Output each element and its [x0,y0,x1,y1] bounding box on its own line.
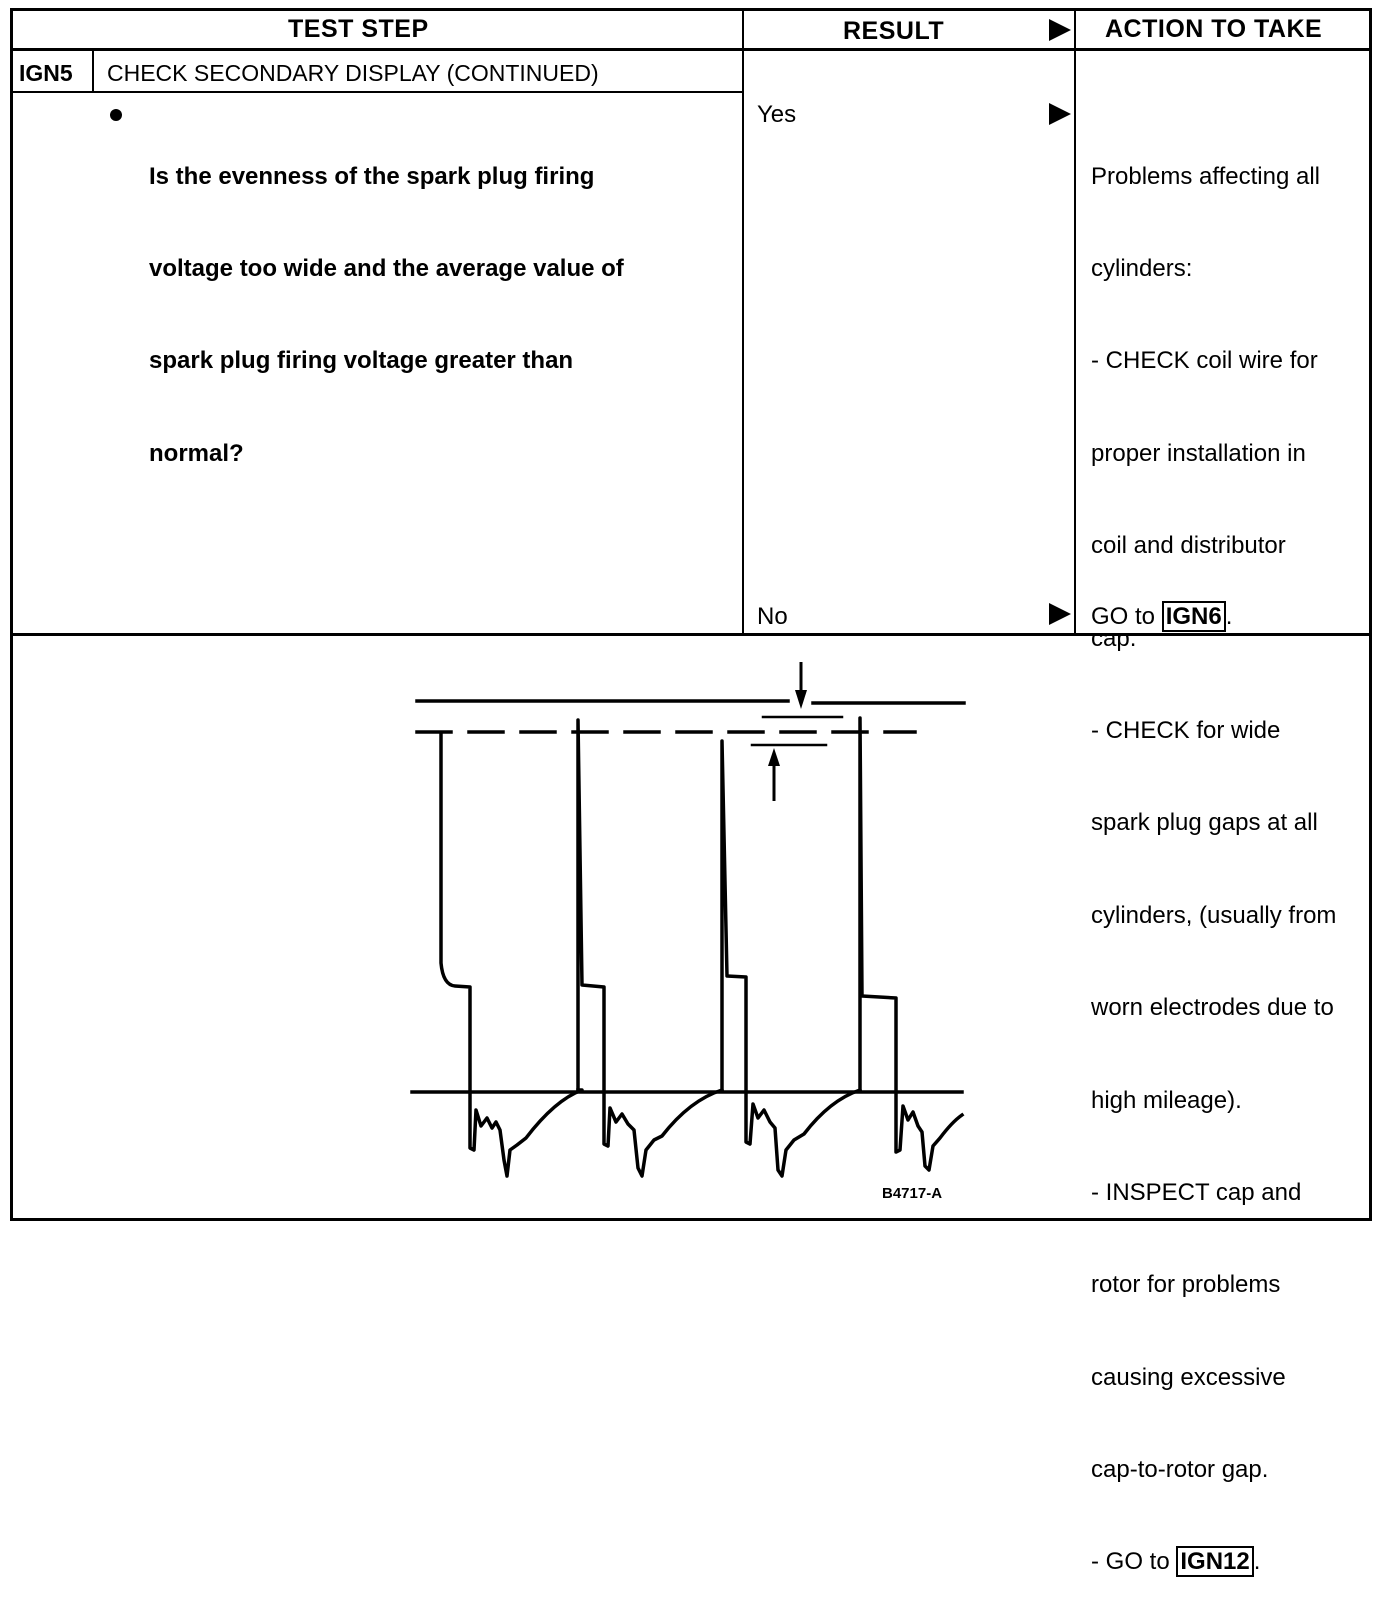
goto-period: . [1253,1548,1261,1576]
figure-divider [10,633,1372,636]
cylinder-2-trace [576,718,725,1178]
down-arrow-icon [795,690,807,709]
table-frame [10,8,1372,1221]
action-line: high mileage). [1091,1086,1242,1114]
step-id: IGN5 [19,60,73,86]
result-column-divider [742,8,744,635]
cylinder-4-trace [858,716,965,1172]
action-line: causing excessive [1091,1363,1286,1391]
action-line: rotor for problems [1091,1271,1281,1299]
action-line: cylinders: [1091,254,1193,282]
up-arrow-icon [768,748,780,766]
no-arrow-icon [1049,603,1071,625]
goto-prefix: - GO to [1091,1548,1177,1576]
question-line: Is the evenness of the spark plug firing [149,162,595,190]
header-divider [10,48,1372,51]
action-line: proper installation in [1091,439,1306,467]
result-no: No [757,603,788,630]
header-test-step: TEST STEP [288,15,429,43]
action-line: coil and distributor [1091,532,1286,560]
header-result: RESULT [843,17,945,45]
question-line: voltage too wide and the average value o… [149,254,624,282]
figure-caption: B4717-A [882,1185,943,1202]
goto-period: . [1225,603,1233,630]
goto-prefix: GO to [1091,603,1162,630]
secondary-waveform-figure [410,662,966,1178]
action-line: cap. [1091,624,1137,652]
cylinder-1-trace [439,731,584,1178]
action-line: cylinders, (usually from [1091,901,1337,929]
step-title: CHECK SECONDARY DISPLAY (CONTINUED) [107,60,599,86]
action-line: spark plug gaps at all [1091,809,1318,837]
question-line: normal? [149,439,244,467]
yes-arrow-icon [1049,103,1071,125]
action-column-divider [1074,8,1076,635]
question-line: spark plug firing voltage greater than [149,347,574,375]
cylinder-3-trace [720,739,863,1178]
step-question: Is the evenness of the spark plug firing… [149,100,624,500]
result-arrow-icon [1049,19,1071,41]
action-line: cap-to-rotor gap. [1091,1456,1269,1484]
action-line: - CHECK coil wire for [1091,347,1318,375]
step-ref-ign6[interactable]: IGN6 [1161,601,1226,632]
action-line: - INSPECT cap and [1091,1178,1302,1206]
action-goto-ign12: - GO to IGN12. [1091,1546,1336,1578]
action-line: - CHECK for wide [1091,716,1281,744]
step-ref-ign12[interactable]: IGN12 [1176,1546,1254,1578]
result-yes: Yes [757,101,797,128]
header-action: ACTION TO TAKE [1105,15,1323,43]
step-title-divider [10,91,743,93]
step-id-divider [92,50,94,93]
bullet-icon [110,109,122,121]
action-line: worn electrodes due to [1091,994,1334,1022]
action-no: GO to IGN6. [1091,601,1233,633]
action-line: Problems affecting all [1091,162,1321,190]
